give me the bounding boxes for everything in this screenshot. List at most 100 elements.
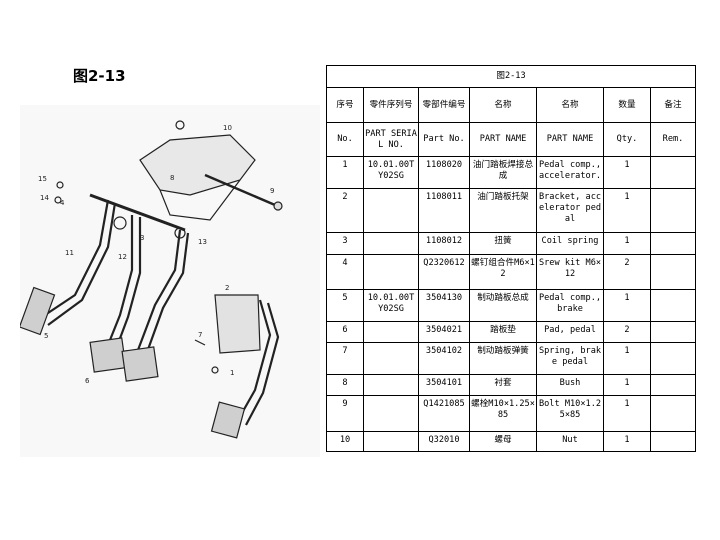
cell-qty: 2 [603,254,651,290]
cell-name-en: Pedal comp., brake [536,289,604,322]
cell-qty: 2 [603,321,651,343]
cell-name-en: Bracket, accelerator pedal [536,188,604,233]
cell-qty: 1 [603,156,651,189]
svg-text:8: 8 [170,174,174,182]
header-cn-name: 名称 [469,87,537,123]
cell-rem [649,374,697,396]
header-cn-no: 序号 [326,87,364,123]
cell-serial [363,232,419,255]
cell-part-no: 3504021 [418,321,470,343]
cell-name-cn: 螺栓M10×1.25×85 [469,395,537,432]
header-cn-part-no: 零部件编号 [418,87,470,123]
cell-part-no: 3504130 [418,289,470,322]
cell-part-no: 1108012 [418,232,470,255]
cell-qty: 1 [603,395,651,432]
cell-serial [363,254,419,290]
cell-no: 7 [326,342,364,375]
svg-text:1: 1 [230,369,234,377]
cell-serial [363,431,419,452]
cell-qty: 1 [603,289,651,322]
svg-text:3: 3 [140,234,144,242]
cell-serial [363,342,419,375]
cell-qty: 1 [603,232,651,255]
header-row-cn: 序号 零件序列号 零部件编号 名称 名称 数量 备注 [326,87,697,123]
cell-serial: 10.01.00T Y02SG [363,289,419,322]
cell-name-cn: 踏板垫 [469,321,537,343]
cell-qty: 1 [603,188,651,233]
header-en-name: PART NAME [469,122,537,157]
cell-serial [363,321,419,343]
cell-rem [649,342,697,375]
cell-rem [649,254,697,290]
cell-name-en: Srew kit M6×12 [536,254,604,290]
cell-no: 4 [326,254,364,290]
cell-part-no: Q1421085 [418,395,470,432]
cell-no: 2 [326,188,364,233]
header-en-name-2: PART NAME [536,122,604,157]
cell-serial [363,374,419,396]
cell-name-cn: 制动踏板总成 [469,289,537,322]
svg-text:7: 7 [198,331,202,339]
svg-text:13: 13 [198,238,207,246]
cell-no: 8 [326,374,364,396]
cell-name-en: Nut [536,431,604,452]
cell-no: 9 [326,395,364,432]
cell-part-no: Q32010 [418,431,470,452]
cell-no: 1 [326,156,364,189]
cell-name-en: Bush [536,374,604,396]
cell-no: 3 [326,232,364,255]
svg-text:14: 14 [40,194,49,202]
cell-name-en: Pad, pedal [536,321,604,343]
table-caption-row: 图2-13 [325,65,697,88]
cell-serial [363,395,419,432]
cell-rem [649,289,697,322]
figure-label: 图2-13 [73,67,126,85]
cell-name-en: Pedal comp., accelerator. [536,156,604,189]
header-en-part-no: Part No. [418,122,470,157]
cell-name-en: Coil spring [536,232,604,255]
header-en-no: No. [326,122,364,157]
cell-name-en: Bolt M10×1.25×85 [536,395,604,432]
cell-rem [649,395,697,432]
cell-name-cn: 螺母 [469,431,537,452]
header-en-qty: Qty. [603,122,651,157]
svg-text:12: 12 [118,253,127,261]
cell-part-no: Q2320612 [418,254,470,290]
cell-serial [363,188,419,233]
cell-part-no: 1108011 [418,188,470,233]
cell-rem [649,156,697,189]
cell-qty: 1 [603,374,651,396]
cell-rem [649,321,697,343]
pedal-assembly-drawing: 1 2 3 4 5 6 7 8 9 10 11 12 13 14 15 [20,105,320,457]
cell-name-en: Spring, brake pedal [536,342,604,375]
cell-rem [649,431,697,452]
cell-qty: 1 [603,431,651,452]
cell-part-no: 3504102 [418,342,470,375]
cell-part-no: 1108020 [418,156,470,189]
cell-qty: 1 [603,342,651,375]
cell-name-cn: 油门踏板托架 [469,188,537,233]
cell-serial: 10.01.00T Y02SG [363,156,419,189]
cell-no: 5 [326,289,364,322]
header-en-rem: Rem. [649,122,697,157]
svg-text:10: 10 [223,124,232,132]
cell-rem [649,188,697,233]
cell-no: 10 [326,431,364,452]
svg-text:15: 15 [38,175,47,183]
table-caption: 图2-13 [325,65,697,88]
svg-text:2: 2 [225,284,229,292]
header-cn-qty: 数量 [603,87,651,123]
parts-table: 图2-13 序号 零件序列号 零部件编号 名称 名称 数量 备注 No. PAR… [325,65,697,452]
svg-text:6: 6 [85,377,90,385]
cell-name-cn: 油门踏板焊接总成 [469,156,537,189]
